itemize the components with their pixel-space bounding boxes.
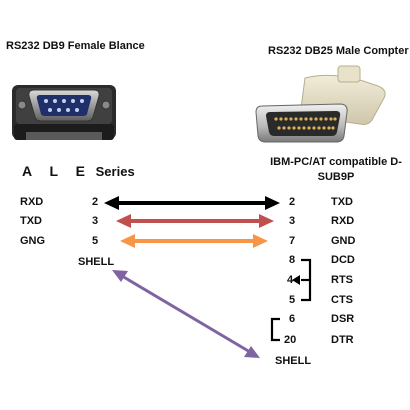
left-signal-rxd: RXD xyxy=(20,196,44,208)
wire-shell-line xyxy=(121,274,251,354)
right-pin-4: 4 xyxy=(287,274,294,286)
right-signal-txd: TXD xyxy=(331,196,353,208)
right-signal-cts: CTS xyxy=(331,294,353,306)
series-letters: A L E xyxy=(22,163,93,179)
loopback-bracket-dsr-dtr xyxy=(270,317,280,342)
right-signal-dtr: DTR xyxy=(331,334,354,346)
db25-connector-title: RS232 DB25 Male Compter xyxy=(268,45,409,57)
right-signal-rts: RTS xyxy=(331,274,353,286)
right-pin-2: 2 xyxy=(289,196,296,208)
wire-txd-rxd-arrow-left xyxy=(116,214,131,228)
wire-shell xyxy=(112,270,260,358)
left-signal-gng: GNG xyxy=(20,235,46,247)
db25-compat-subtitle: IBM-PC/AT compatible D-SUB9P xyxy=(270,156,402,183)
right-pin-3: 3 xyxy=(289,215,296,227)
wire-gnd xyxy=(120,234,268,248)
left-shell-label: SHELL xyxy=(78,256,115,268)
wire-rxd-txd-arrow-right xyxy=(265,196,280,210)
loopback-arrow-rts xyxy=(292,275,300,285)
right-pin-5: 5 xyxy=(289,294,296,306)
left-pin-3: 3 xyxy=(92,215,99,227)
db9-female-connector-image xyxy=(12,85,116,140)
right-signal-rxd: RXD xyxy=(331,215,355,227)
wire-txd-rxd-arrow-right xyxy=(259,214,274,228)
wire-gnd-arrow-right xyxy=(253,234,268,248)
series-label: A L E Series xyxy=(22,163,135,179)
right-pin-7: 7 xyxy=(289,235,296,247)
wire-shell-arrow-right xyxy=(244,346,260,358)
series-word: Series xyxy=(95,164,135,179)
right-pin-20: 20 xyxy=(284,334,297,346)
right-shell-label: SHELL xyxy=(275,355,312,367)
db25-male-connector-image xyxy=(255,65,386,143)
right-signal-dcd: DCD xyxy=(331,254,355,266)
right-signal-dsr: DSR xyxy=(331,313,355,325)
left-signal-txd: TXD xyxy=(20,215,42,227)
left-pin-2: 2 xyxy=(92,196,99,208)
right-pin-6: 6 xyxy=(289,313,296,325)
wire-shell-arrow-left xyxy=(112,270,128,282)
left-pin-5: 5 xyxy=(92,235,99,247)
db9-connector-title: RS232 DB9 Female Blance xyxy=(6,40,145,52)
right-signal-gnd: GND xyxy=(331,235,356,247)
right-pin-8: 8 xyxy=(289,254,296,266)
wire-rxd-txd-arrow-left xyxy=(104,196,119,210)
loopback-bracket-dcd-rts-cts xyxy=(301,258,312,302)
wire-txd-rxd xyxy=(116,214,274,228)
wire-gnd-arrow-left xyxy=(120,234,135,248)
wire-rxd-txd xyxy=(104,196,280,210)
